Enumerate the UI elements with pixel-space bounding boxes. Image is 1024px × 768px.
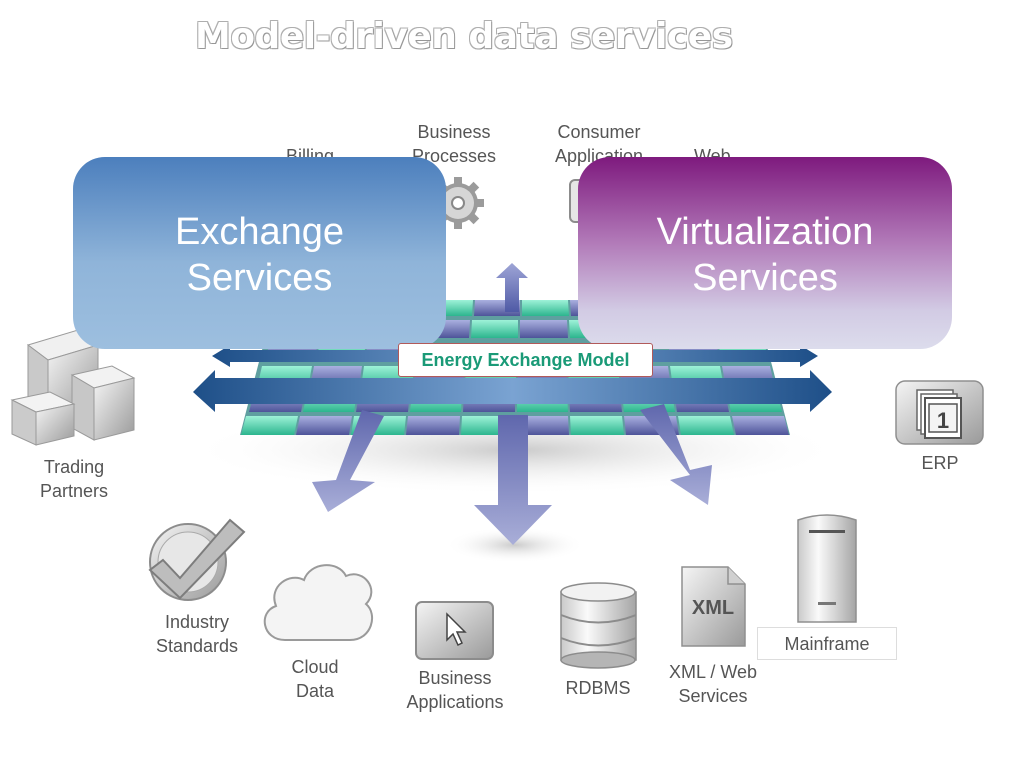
xml-web-services-line1: XML / Web <box>668 662 758 682</box>
cloud-data-line1: Cloud <box>291 657 339 677</box>
page-title: Model-driven data services <box>195 16 733 57</box>
xml-web-services-line2: Services <box>678 686 748 706</box>
erp-icon: 1 <box>895 380 984 445</box>
virtualization-services-line2: Services <box>692 257 838 299</box>
xml-web-services-label: XML / Web Services <box>658 660 768 708</box>
business-processes-line1: Business <box>417 122 491 142</box>
mainframe-icon <box>797 514 857 623</box>
energy-exchange-model-label: Energy Exchange Model <box>398 343 653 377</box>
erp-page-number: 1 <box>937 408 949 433</box>
erp-label: ERP <box>921 453 959 473</box>
xml-icon-text: XML <box>692 597 734 619</box>
check-badge-icon <box>148 518 246 601</box>
cloud-icon <box>263 564 374 641</box>
mainframe-label: Mainframe <box>784 634 870 654</box>
business-applications-line1: Business <box>418 668 492 688</box>
xml-document-icon: XML <box>681 566 746 647</box>
trading-partners-label: Trading Partners <box>24 455 124 503</box>
consumer-application-line1: Consumer <box>557 122 641 142</box>
rdbms-label: RDBMS <box>565 678 631 698</box>
industry-standards-label: Industry Standards <box>142 610 252 658</box>
trading-partners-line1: Trading <box>43 457 105 477</box>
up-arrow <box>496 263 528 312</box>
industry-standards-line1: Industry <box>164 612 230 632</box>
mainframe-label-box <box>757 627 897 660</box>
virtualization-services-line1: Virtualization <box>656 211 874 253</box>
arrow-shadow <box>445 527 585 563</box>
database-icon <box>560 582 637 669</box>
cursor-window-icon <box>415 601 494 660</box>
industry-standards-line2: Standards <box>155 636 239 656</box>
business-applications-label: Business Applications <box>396 666 514 714</box>
trading-partners-line2: Partners <box>39 481 109 501</box>
business-applications-line2: Applications <box>406 692 504 712</box>
virtualization-services-box: Virtualization Services <box>578 157 952 349</box>
exchange-services-line2: Services <box>186 257 333 299</box>
business-processes-line2: Processes <box>411 146 497 166</box>
business-processes-label: Business Processes <box>404 120 504 168</box>
exchange-services-line1: Exchange <box>174 211 344 253</box>
down-arrows <box>312 404 712 545</box>
cloud-data-line2: Data <box>295 681 335 701</box>
cloud-data-label: Cloud Data <box>270 655 360 703</box>
exchange-services-box: Exchange Services <box>73 157 446 349</box>
